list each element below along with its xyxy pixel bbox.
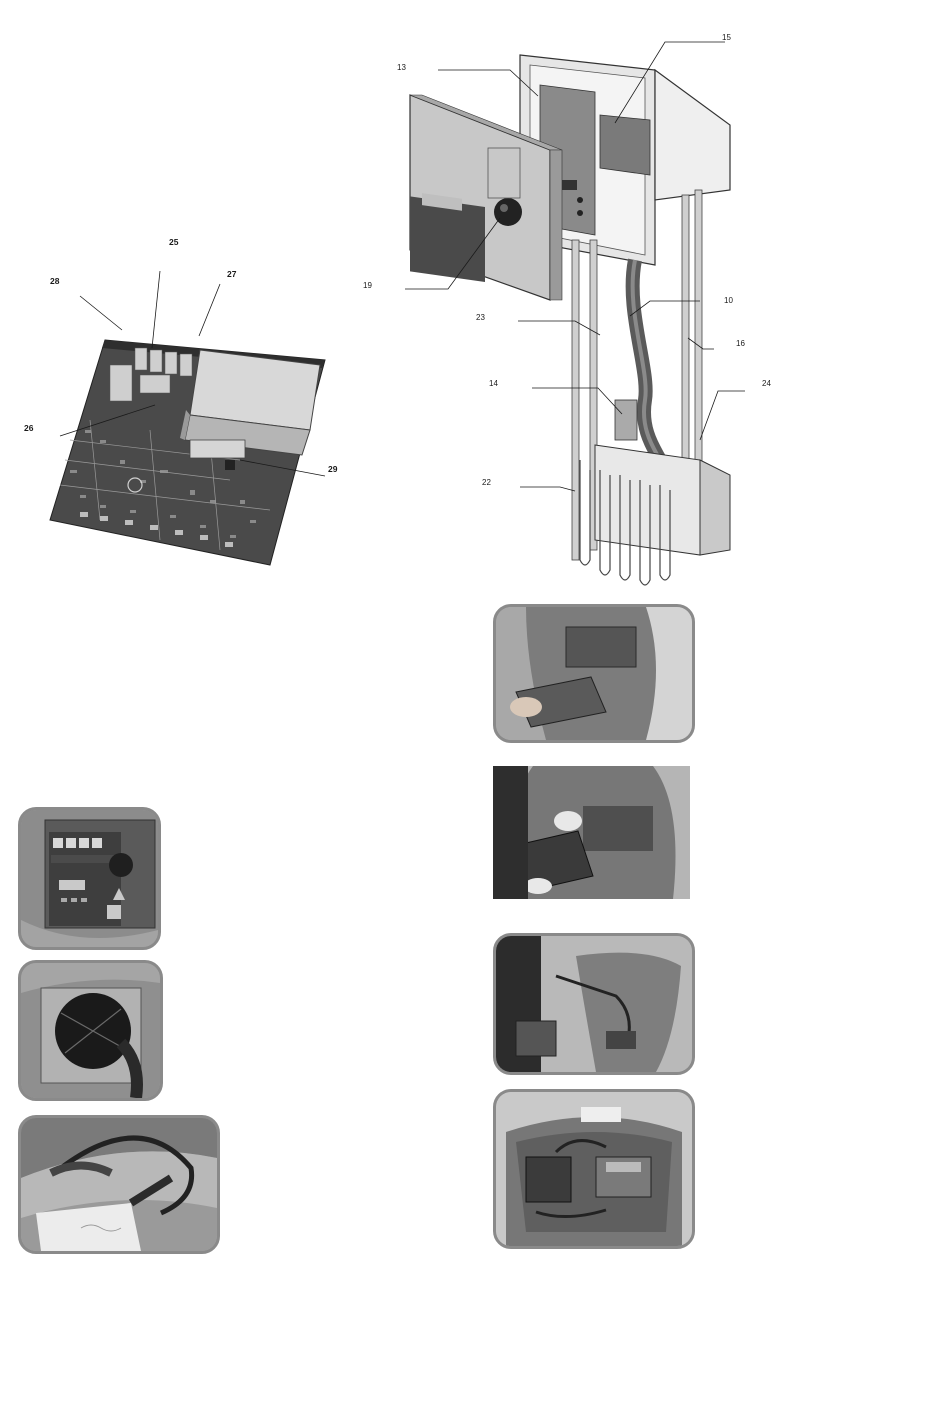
lifting-module-illustration	[493, 766, 690, 899]
callout-22: 22	[482, 479, 491, 487]
callout-14: 14	[489, 380, 498, 388]
power-cable-illustration	[21, 1118, 217, 1251]
callout-13: 13	[397, 64, 406, 72]
removing-panel-photo	[493, 604, 695, 743]
control-panel-photo	[18, 807, 161, 950]
lifting-module-photo	[493, 766, 690, 899]
tank-interior-illustration	[496, 1092, 692, 1246]
power-cable-photo	[18, 1115, 220, 1254]
callout-24: 24	[762, 380, 771, 388]
callout-19: 19	[363, 282, 372, 290]
callout-10: 10	[724, 297, 733, 305]
removing-panel-illustration	[496, 607, 692, 740]
module-extraction-illustration	[496, 936, 692, 1072]
callout-28: 28	[50, 277, 59, 286]
tank-interior-photo	[493, 1089, 695, 1249]
callout-15: 15	[722, 34, 731, 42]
fan-cover-photo	[18, 960, 163, 1101]
circuit-board-diagram	[40, 320, 350, 570]
callout-25: 25	[169, 238, 178, 247]
callout-16: 16	[736, 340, 745, 348]
callout-27: 27	[227, 270, 236, 279]
circuit-board-drawing	[40, 320, 350, 570]
heater-assembly-diagram	[400, 50, 745, 590]
module-extraction-photo	[493, 933, 695, 1075]
heater-assembly-drawing	[400, 50, 745, 590]
callout-29: 29	[328, 465, 337, 474]
callout-26: 26	[24, 424, 33, 433]
control-panel-illustration	[21, 810, 158, 947]
fan-cover-illustration	[21, 963, 160, 1098]
callout-23: 23	[476, 314, 485, 322]
